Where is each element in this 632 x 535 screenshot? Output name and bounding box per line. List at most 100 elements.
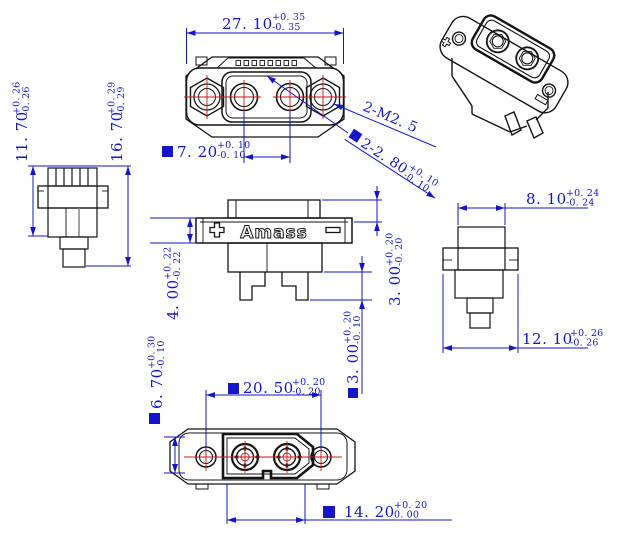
dim-overall-height-tol-plus: +0. 29: [107, 82, 118, 115]
dim-contact-pitch-value: 7. 20: [177, 143, 218, 161]
dim-flange-thickness: 4. 00 +0. 22 -0. 22: [150, 217, 198, 320]
dim-body-height: 11. 70 +0. 26 -0. 26 16. 70 +0. 29 -0. 2…: [12, 82, 131, 267]
top-centerlines: [184, 75, 346, 119]
dim-shell-width: 14. 20 +0. 20 0. 00: [226, 484, 452, 524]
dim-pin-length-tol-plus: +0. 20: [343, 311, 354, 344]
dim-shell-height-value: 6. 70: [148, 368, 166, 409]
iso-socket-right: [515, 46, 540, 71]
iso-plus-mark: [440, 36, 452, 48]
top-flange-outline: [185, 67, 345, 126]
ctq-flag: [348, 128, 363, 143]
dim-flange-thickness-tol-plus: +0. 22: [163, 247, 174, 280]
dim-contact-diameter: 2-2. 80 +0. 10 -0. 10: [266, 75, 440, 199]
view-left-profile: [37, 167, 109, 268]
top-housing-trapezoid: [216, 57, 317, 69]
top-edge-tab-left: [195, 56, 208, 66]
dim-shell-height: 6. 70 +0. 30 -0. 10: [147, 336, 185, 474]
dim-shell-height-tol-minus: -0. 10: [156, 340, 167, 369]
dim-flange-width: 27. 10 +0. 35 -0. 35: [186, 12, 344, 64]
iso-rim-inner: [475, 19, 551, 79]
dim-side-flange-width: 12. 10 +0. 26 -0. 26: [442, 274, 603, 353]
right-flange: [442, 247, 519, 271]
view-front: [195, 199, 353, 301]
right-pin-base: [466, 297, 494, 314]
dim-body-height-tol-plus: +0. 26: [12, 82, 23, 115]
polarity-minus-mark: [325, 226, 341, 234]
ctq-flag: [228, 383, 239, 394]
dim-overall-height: 16. 70 +0. 29 -0. 29: [107, 82, 128, 162]
view-isometric: [439, 14, 569, 139]
bottom-tab-right: [316, 483, 330, 490]
dim-body-width: 8. 10 +0. 24 -0. 24: [457, 188, 599, 225]
dim-housing-height-value: 3. 00: [386, 265, 404, 306]
right-top-block: [457, 226, 506, 249]
left-pin-base: [59, 236, 89, 250]
iso-socket-left: [485, 29, 510, 54]
dim-body-height-value: 11. 70: [13, 111, 31, 162]
dim-side-flange-width-tol-minus: -0. 26: [570, 338, 599, 349]
iso-pin-right: [526, 116, 544, 139]
right-body: [454, 269, 504, 299]
dim-body-height-tol-minus: -0. 26: [21, 86, 32, 115]
dim-flange-thickness-value: 4. 00: [164, 279, 182, 320]
front-housing: [227, 199, 321, 219]
dim-housing-height: 3. 00 +0. 20 -0. 20: [322, 186, 405, 306]
dim-contact-diameter-value: 2-2. 80: [358, 136, 411, 178]
iso-rim-outer: [470, 14, 556, 84]
dim-mount-hole-pitch-tol-plus: +0. 20: [292, 377, 325, 388]
iso-ear-hole-left: [451, 31, 467, 46]
dim-side-flange-width-tol-plus: +0. 26: [570, 328, 603, 339]
dim-shell-width-tol-minus: 0. 00: [394, 510, 419, 521]
iso-minus-slot: [534, 93, 549, 106]
dim-pin-length-tol-minus: -0. 10: [352, 315, 363, 344]
dim-pin-length: 3. 00 +0. 20 -0. 10: [310, 256, 372, 398]
front-leg-left: [239, 272, 266, 301]
callout-thread-value: 2-M2. 5: [360, 99, 420, 136]
bottom-shell-inner: [226, 437, 310, 475]
dim-contact-pitch: 7. 20 +0. 10 -0. 10: [162, 112, 291, 163]
dim-flange-thickness-tol-minus: -0. 22: [172, 251, 183, 280]
polarity-plus-mark: [209, 222, 225, 238]
dim-shell-width-tol-plus: +0. 20: [394, 500, 427, 511]
dim-overall-height-tol-minus: -0. 29: [116, 86, 127, 115]
ctq-flag: [323, 506, 335, 518]
bottom-centerlines: [184, 441, 342, 473]
dim-shell-width-value: 14. 20: [344, 503, 395, 521]
brand-logo: Amass: [240, 223, 308, 243]
left-pin-tip: [62, 248, 86, 268]
dim-contact-pitch-tol-plus: +0. 10: [217, 140, 250, 151]
dim-flange-width-tol-minus: -0. 35: [272, 22, 301, 33]
iso-body-edges: [451, 58, 549, 139]
dim-flange-width-value: 27. 10: [222, 15, 273, 33]
iso-pin-left: [504, 111, 522, 137]
dim-mount-hole-pitch: 20. 50 +0. 20 -0. 20: [205, 377, 325, 450]
bottom-tab-left: [195, 483, 209, 490]
ctq-flag: [348, 388, 358, 398]
bottom-octagon: [169, 428, 356, 485]
front-leg-right: [281, 272, 309, 301]
front-body: [227, 242, 323, 273]
top-edge-tab-right: [324, 56, 337, 66]
dim-shell-height-tol-plus: +0. 30: [147, 336, 158, 369]
dim-body-width-value: 8. 10: [526, 190, 567, 208]
view-bottom-face: [169, 428, 356, 490]
ctq-flag: [162, 146, 173, 157]
dim-pin-length-value: 3. 00: [344, 343, 362, 384]
bottom-shell-outer: [221, 432, 315, 480]
dim-overall-height-value: 16. 70: [108, 111, 126, 162]
ctq-flag: [149, 413, 160, 424]
top-vent-slits: [235, 60, 297, 66]
dim-housing-height-tol-minus: -0. 20: [394, 237, 405, 266]
view-right-profile: [442, 226, 519, 329]
dim-side-flange-width-value: 12. 10: [522, 330, 573, 348]
iso-flange: [439, 15, 569, 114]
dim-body-width-tol-minus: -0. 24: [566, 198, 595, 209]
dim-contact-pitch-tol-minus: -0. 10: [217, 150, 246, 161]
dim-mount-hole-pitch-value: 20. 50: [243, 379, 294, 397]
callout-thread: 2-M2. 5: [333, 99, 437, 148]
right-pin-tip: [469, 312, 491, 329]
dim-housing-height-tol-plus: +0. 20: [385, 233, 396, 266]
dim-mount-hole-pitch-tol-minus: -0. 20: [292, 387, 321, 398]
